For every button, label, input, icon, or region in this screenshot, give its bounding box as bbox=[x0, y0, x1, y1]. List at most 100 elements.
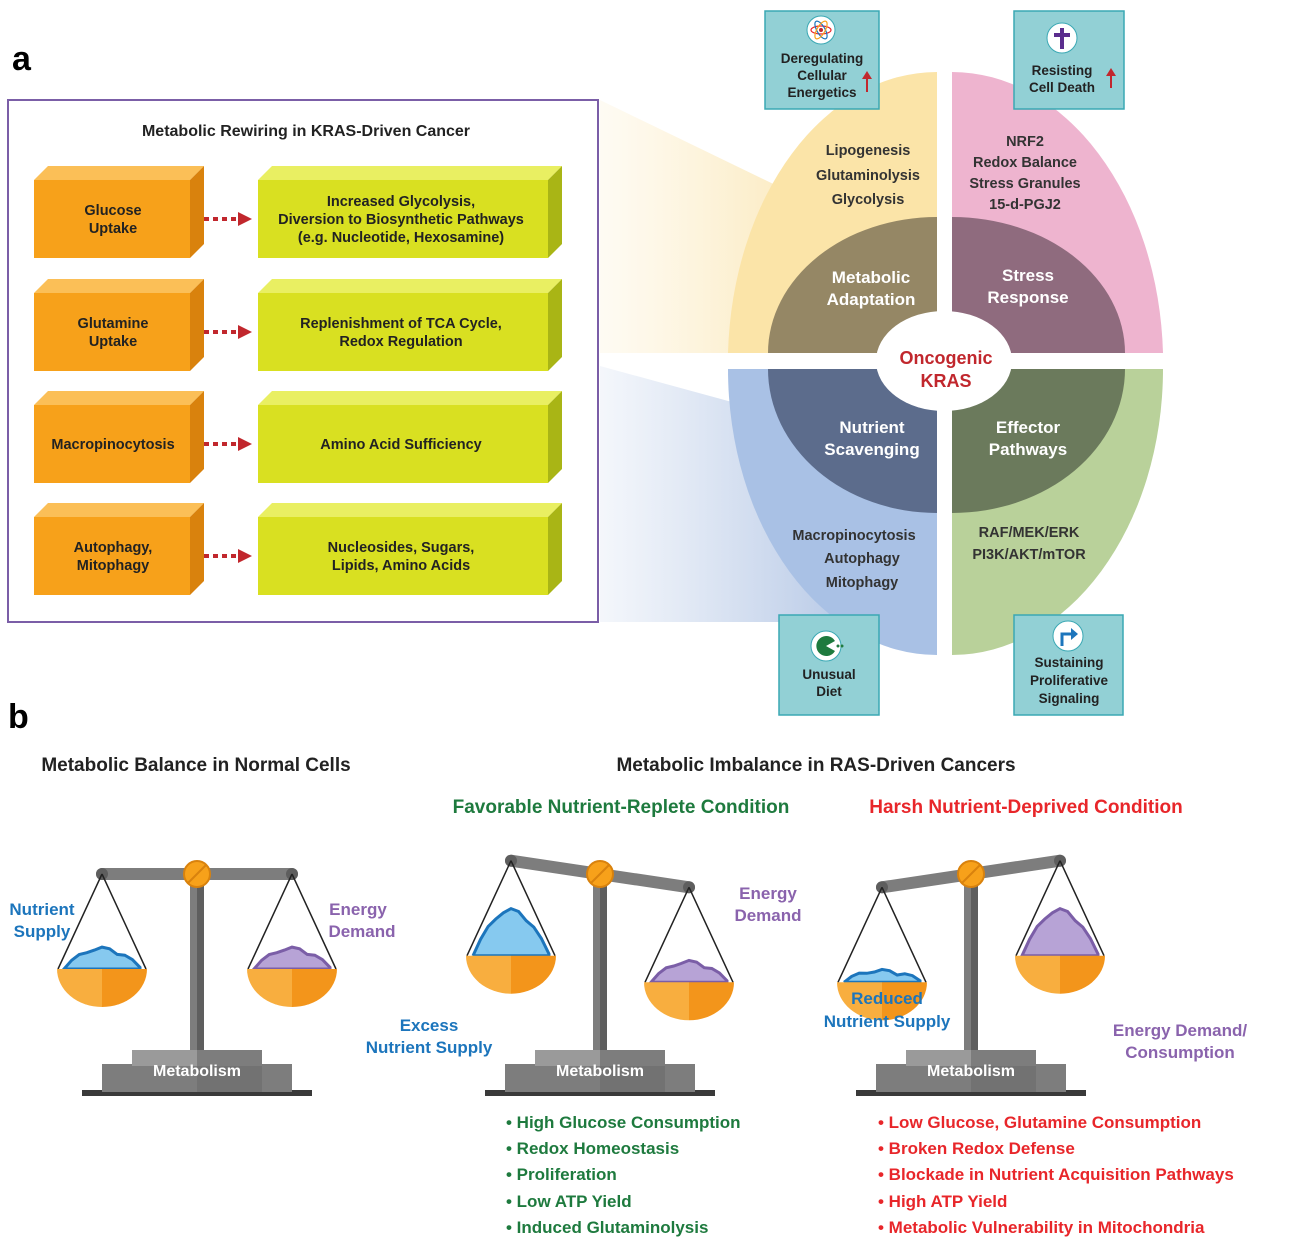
quadrant-stress-inner bbox=[952, 217, 1125, 353]
favorable-left-2: Nutrient Supply bbox=[366, 1038, 493, 1057]
effector-outer-1: RAF/MEK/ERK bbox=[979, 525, 1080, 541]
harsh-left-1: Reduced bbox=[851, 989, 923, 1008]
energetics-line-1: Deregulating bbox=[781, 51, 864, 66]
source-label: Glutamine bbox=[78, 316, 149, 332]
center-circle bbox=[876, 311, 1012, 411]
quadrant-metabolic-inner bbox=[768, 217, 937, 353]
normal-title: Metabolic Balance in Normal Cells bbox=[41, 755, 350, 776]
favorable-right-2: Demand bbox=[734, 906, 801, 925]
base-label: Metabolism bbox=[556, 1063, 644, 1080]
turn-arrow-icon bbox=[1052, 620, 1084, 652]
nutrient-outer-3: Mitophagy bbox=[826, 575, 899, 591]
normal-left-1: Nutrient bbox=[9, 900, 75, 919]
pivot-icon bbox=[183, 860, 211, 888]
cell-death-line-1: Resisting bbox=[1032, 63, 1093, 78]
metabolic-outer-2: Glutaminolysis bbox=[816, 168, 920, 184]
scale-normal: Metabolism bbox=[57, 860, 337, 1096]
scale-harsh: Metabolism bbox=[836, 854, 1106, 1096]
target-box-3: Amino Acid Sufficiency bbox=[258, 391, 562, 483]
target-label: Replenishment of TCA Cycle, bbox=[300, 316, 502, 332]
metabolic-inner-1: Metabolic bbox=[832, 268, 910, 287]
favorable-title: Favorable Nutrient-Replete Condition bbox=[453, 797, 790, 818]
stress-inner-1: Stress bbox=[1002, 266, 1054, 285]
target-box-2: Replenishment of TCA Cycle, Redox Regulat… bbox=[258, 279, 562, 371]
target-box-4: Nucleosides, Sugars,Lipids, Amino Acids bbox=[258, 503, 562, 595]
harsh-bullet-1: • Low Glucose, Glutamine Consumption bbox=[878, 1113, 1201, 1132]
favorable-right-1: Energy bbox=[739, 884, 797, 903]
normal-right-2: Demand bbox=[328, 922, 395, 941]
target-label: (e.g. Nucleotide, Hexosamine) bbox=[298, 230, 504, 246]
harsh-bullet-4: • High ATP Yield bbox=[878, 1192, 1007, 1211]
nutrient-pan bbox=[57, 945, 147, 1007]
cross-icon bbox=[1046, 22, 1078, 54]
pivot-icon bbox=[586, 860, 614, 888]
scale-favorable: Metabolism bbox=[465, 854, 735, 1096]
energy-pan bbox=[644, 958, 735, 1021]
base-label: Metabolism bbox=[153, 1063, 241, 1080]
effector-inner-1: Effector bbox=[996, 418, 1061, 437]
energetics-line-2: Cellular bbox=[797, 68, 847, 83]
cell-death-line-2: Cell Death bbox=[1029, 80, 1095, 95]
metabolic-outer-1: Lipogenesis bbox=[826, 143, 911, 159]
nutrient-inner-2: Scavenging bbox=[824, 440, 919, 459]
nutrient-outer-2: Autophagy bbox=[824, 551, 900, 567]
harsh-left-2: Nutrient Supply bbox=[824, 1012, 951, 1031]
source-label: Uptake bbox=[89, 221, 137, 237]
target-box-1: Increased Glycolysis, Diversion to Biosyn… bbox=[258, 166, 562, 258]
base-label: Metabolism bbox=[927, 1063, 1015, 1080]
source-label: Mitophagy bbox=[77, 558, 150, 574]
source-box-3: Macropinocytosis bbox=[34, 391, 204, 483]
target-label: Increased Glycolysis, bbox=[327, 194, 475, 210]
metabolic-outer-3: Glycolysis bbox=[832, 192, 905, 208]
target-label: Amino Acid Sufficiency bbox=[320, 437, 481, 453]
target-label: Redox Regulation bbox=[339, 334, 462, 350]
normal-right-1: Energy bbox=[329, 900, 387, 919]
nutrient-pan bbox=[836, 967, 927, 1021]
favorable-bullet-2: • Redox Homeostasis bbox=[506, 1139, 679, 1158]
target-label: Diversion to Biosynthetic Pathways bbox=[278, 212, 524, 228]
stress-outer-1: NRF2 bbox=[1006, 134, 1044, 150]
hallmark-diet: Unusual Diet bbox=[778, 614, 880, 716]
dashed-arrow-icon bbox=[204, 212, 252, 226]
nutrient-pan bbox=[465, 906, 556, 994]
hallmark-energetics: Deregulating Cellular Energetics bbox=[764, 10, 880, 110]
scales: Metabolism Metabolism Metabolism bbox=[57, 854, 1106, 1096]
signaling-line-2: Proliferative bbox=[1030, 673, 1109, 688]
dashed-arrow-icon bbox=[204, 325, 252, 339]
cancer-title: Metabolic Imbalance in RAS-Driven Cancer… bbox=[616, 755, 1015, 776]
target-label: Nucleosides, Sugars, bbox=[328, 540, 475, 556]
atom-icon bbox=[806, 15, 836, 45]
dashed-arrow-icon bbox=[204, 549, 252, 563]
panel-a-letter: a bbox=[12, 40, 32, 78]
center-label-2: KRAS bbox=[920, 371, 971, 391]
quadrant-effector-inner bbox=[952, 369, 1125, 513]
source-label: Glucose bbox=[84, 203, 141, 219]
energetics-line-3: Energetics bbox=[787, 85, 856, 100]
pacman-icon bbox=[810, 630, 844, 662]
effector-inner-2: Pathways bbox=[989, 440, 1067, 459]
stress-outer-4: 15-d-PGJ2 bbox=[989, 197, 1061, 213]
signaling-line-3: Signaling bbox=[1039, 691, 1100, 706]
nutrient-outer-1: Macropinocytosis bbox=[792, 528, 915, 544]
source-label: Autophagy, bbox=[74, 540, 153, 556]
harsh-right-1: Energy Demand/ bbox=[1113, 1021, 1247, 1040]
diet-line-2: Diet bbox=[816, 684, 842, 699]
stress-inner-2: Response bbox=[987, 288, 1068, 307]
harsh-title: Harsh Nutrient-Deprived Condition bbox=[869, 797, 1183, 818]
favorable-bullet-3: • Proliferation bbox=[506, 1165, 617, 1184]
effector-outer-2: PI3K/AKT/mTOR bbox=[972, 547, 1086, 563]
stress-outer-2: Redox Balance bbox=[973, 155, 1077, 171]
pivot-icon bbox=[957, 860, 985, 888]
quadrant-nutrient-inner bbox=[768, 369, 937, 513]
harsh-bullet-5: • Metabolic Vulnerability in Mitochondri… bbox=[878, 1218, 1205, 1237]
source-label: Uptake bbox=[89, 334, 137, 350]
harsh-bullet-2: • Broken Redox Defense bbox=[878, 1139, 1075, 1158]
energy-pan bbox=[1015, 906, 1106, 994]
up-arrow-icon bbox=[1106, 68, 1116, 88]
normal-left-2: Supply bbox=[14, 922, 71, 941]
nutrient-inner-1: Nutrient bbox=[839, 418, 905, 437]
